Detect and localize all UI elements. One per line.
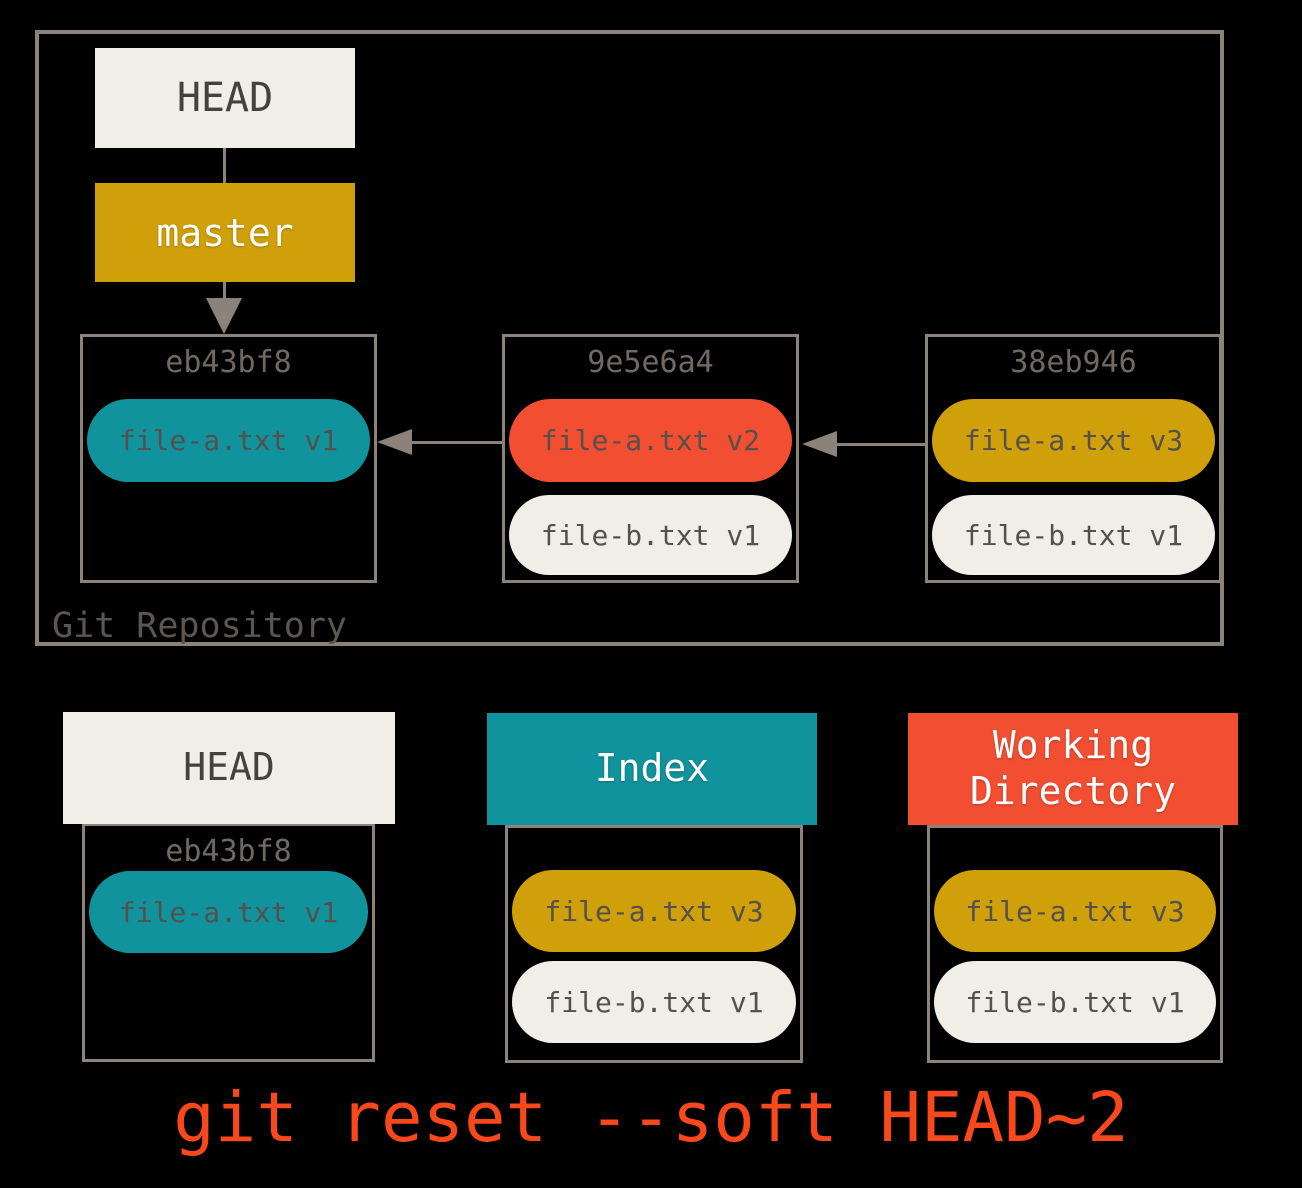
working-directory-area-box: file-a.txt v3 file-b.txt v1 — [927, 825, 1223, 1063]
commit-hash: eb43bf8 — [165, 834, 292, 869]
file-pill: file-b.txt v1 — [934, 961, 1216, 1043]
file-pill: file-b.txt v1 — [509, 495, 792, 575]
master-to-commit-connector — [223, 282, 226, 300]
file-pill: file-a.txt v3 — [932, 399, 1215, 482]
commit-hash: 9e5e6a4 — [587, 345, 714, 380]
index-area-box: file-a.txt v3 file-b.txt v1 — [505, 825, 803, 1063]
file-pill: file-a.txt v3 — [934, 870, 1216, 952]
commit-box-38eb946: 38eb946 file-a.txt v3 file-b.txt v1 — [925, 334, 1222, 583]
master-branch-box: master — [95, 183, 355, 282]
parent-arrow-line — [412, 441, 502, 444]
file-pill: file-b.txt v1 — [512, 961, 796, 1043]
file-pill: file-b.txt v1 — [932, 495, 1215, 575]
head-area-header: HEAD — [63, 712, 395, 824]
git-repository-box — [35, 30, 1224, 646]
caption-command: git reset --soft HEAD~2 — [173, 1078, 1129, 1158]
commit-box-eb43bf8: eb43bf8 file-a.txt v1 — [80, 334, 377, 583]
commit-hash: eb43bf8 — [165, 345, 292, 380]
file-pill: file-a.txt v2 — [509, 399, 792, 482]
file-pill: file-a.txt v3 — [512, 870, 796, 952]
head-to-master-connector — [223, 148, 226, 183]
down-arrowhead-icon — [206, 298, 242, 334]
file-pill: file-a.txt v1 — [87, 399, 370, 482]
commit-box-9e5e6a4: 9e5e6a4 file-a.txt v2 file-b.txt v1 — [502, 334, 799, 583]
head-area-box: eb43bf8 file-a.txt v1 — [82, 823, 375, 1062]
commit-hash: 38eb946 — [1010, 345, 1137, 380]
git-repository-label: Git Repository — [52, 606, 348, 646]
parent-arrow-line — [837, 443, 927, 446]
left-arrowhead-icon — [802, 431, 837, 457]
head-ref-box: HEAD — [95, 48, 355, 148]
index-area-header: Index — [487, 713, 817, 825]
working-directory-area-header: Working Directory — [908, 713, 1238, 825]
file-pill: file-a.txt v1 — [89, 871, 368, 953]
left-arrowhead-icon — [377, 429, 412, 455]
